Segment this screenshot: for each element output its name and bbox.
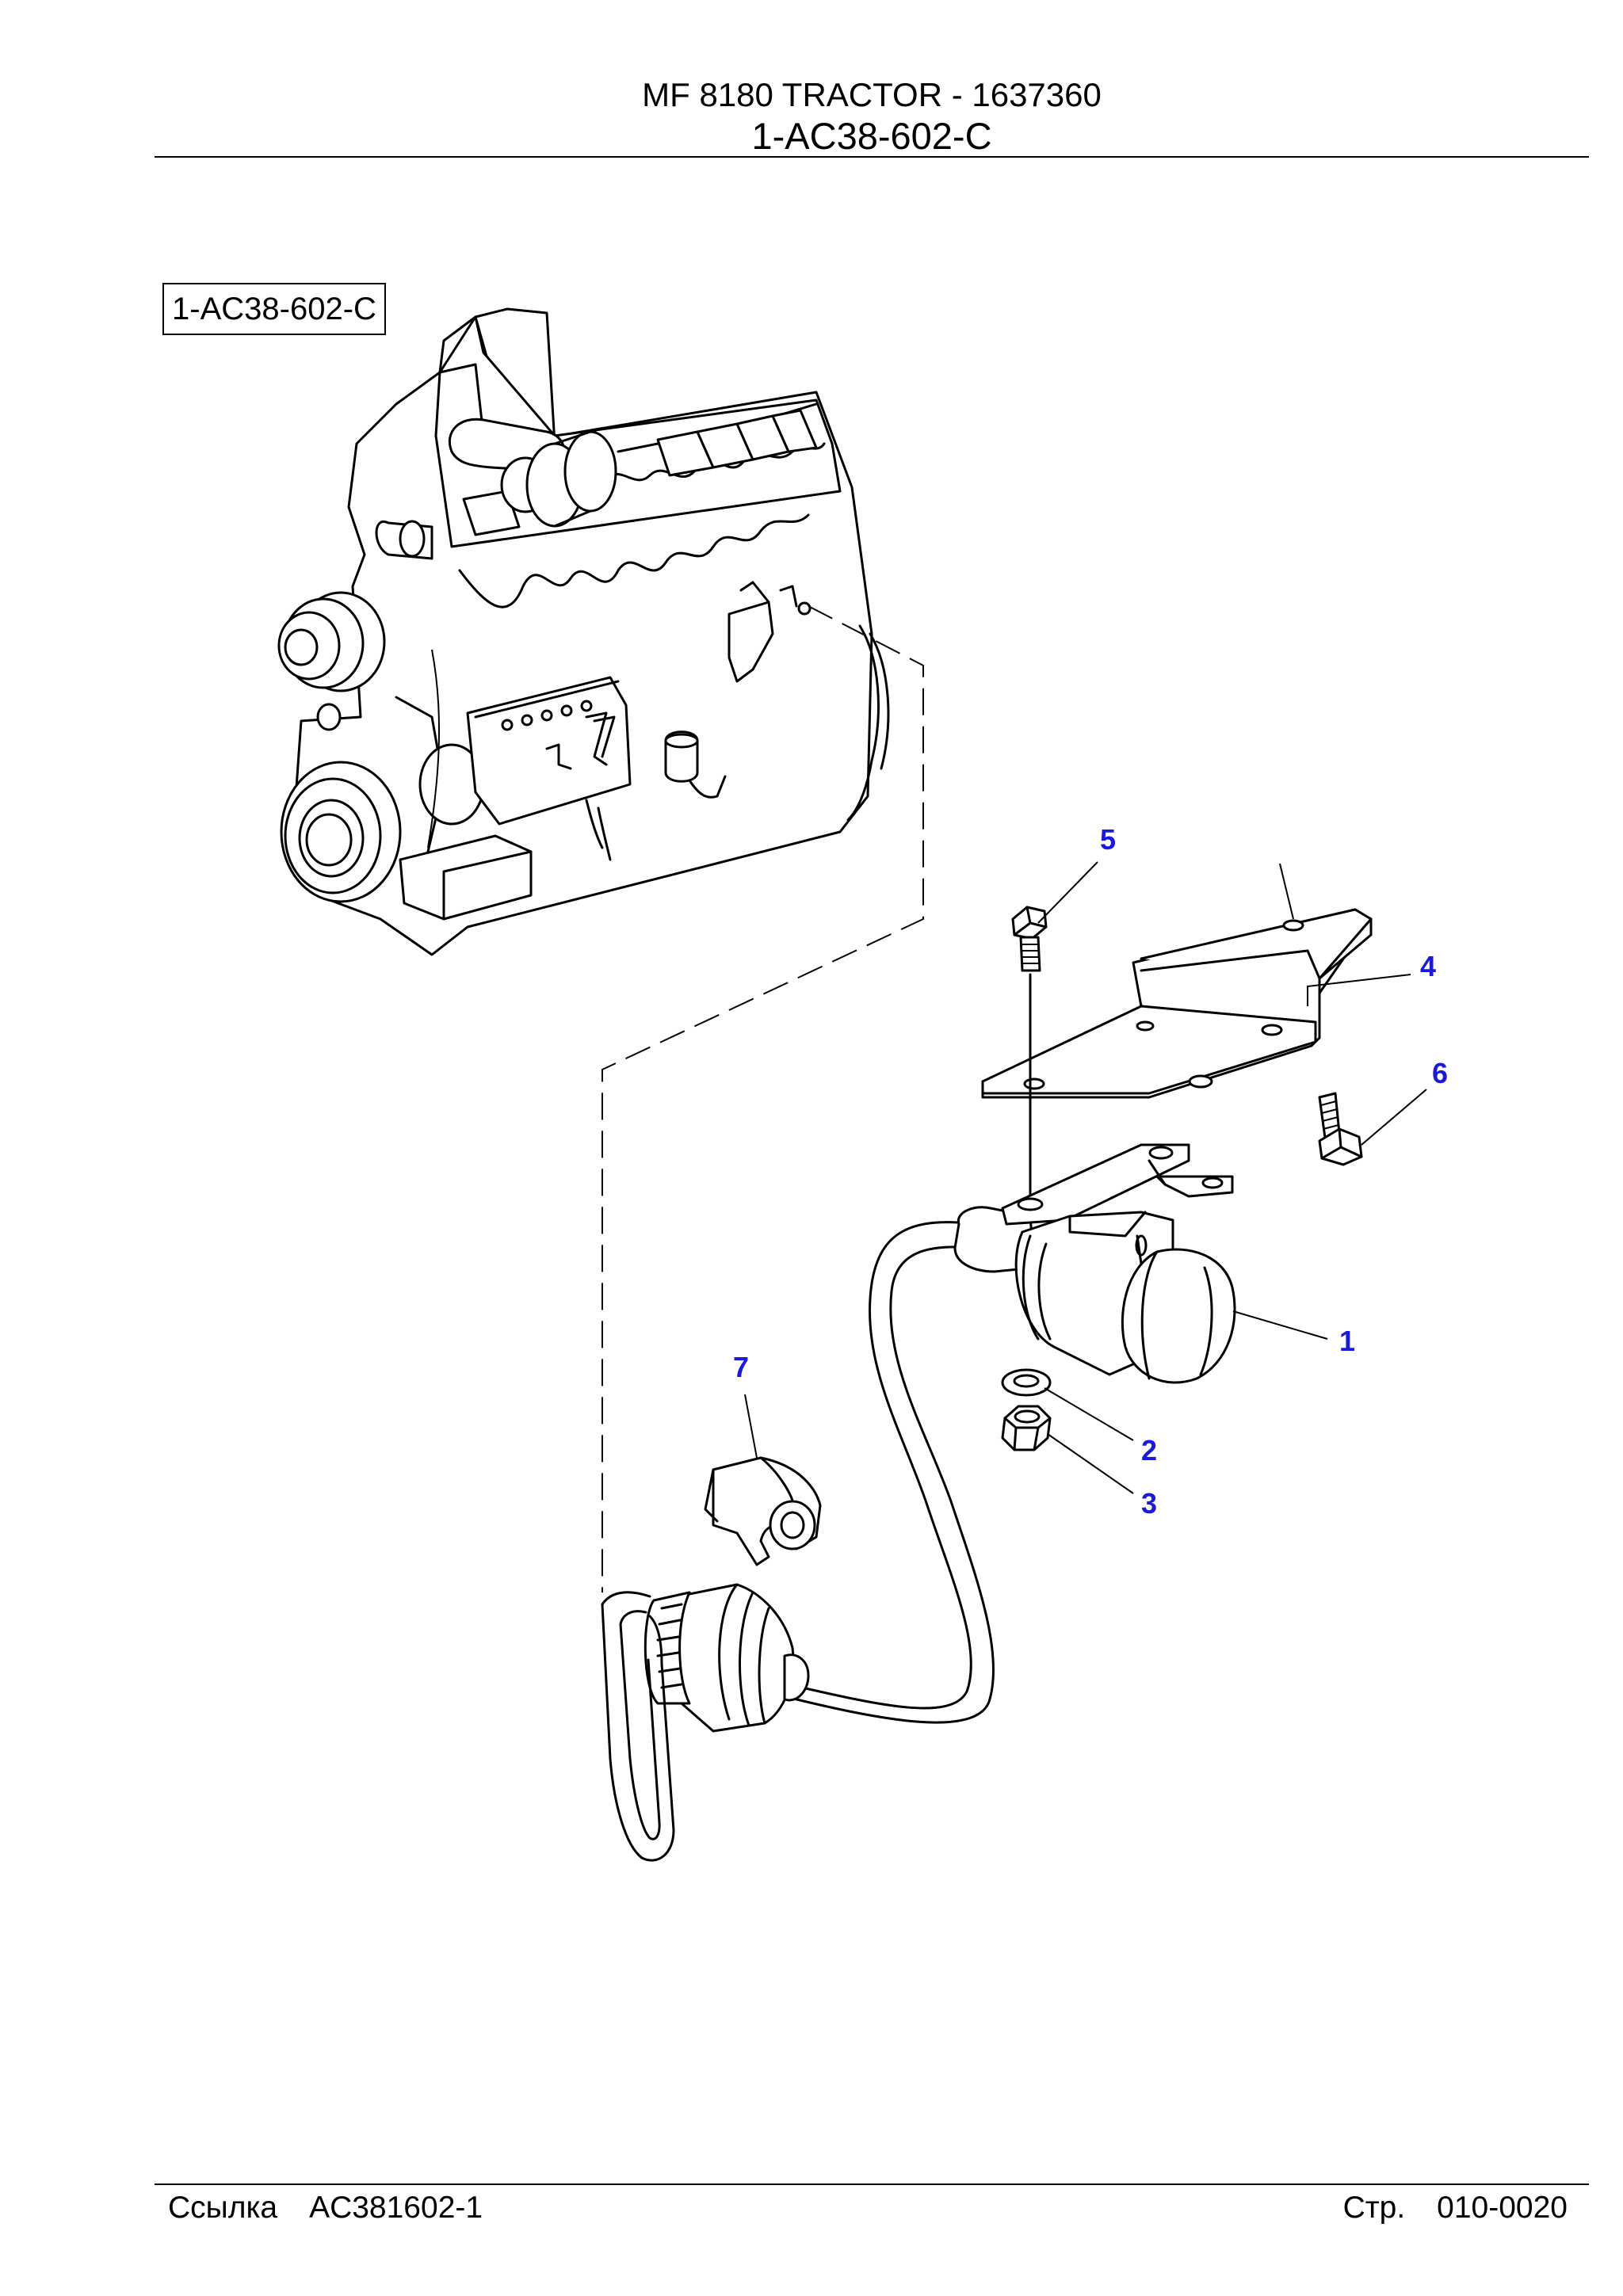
- engine-drawing: [277, 307, 890, 956]
- leader-lines: [744, 861, 1427, 1494]
- footer-rule: [155, 2183, 1589, 2185]
- washer-2: [1001, 1368, 1052, 1397]
- mounting-bracket: [981, 908, 1373, 1099]
- callout-2: 2: [1141, 1434, 1157, 1466]
- footer-page-label: Стр.: [1342, 2191, 1406, 2225]
- footer-ref-label: Ссылка: [168, 2191, 278, 2225]
- page-header: MF 8180 TRACTOR - 1637360 1-AC38-602-C: [155, 75, 1589, 158]
- header-rule: [155, 156, 1589, 158]
- dashed-leader: [601, 605, 924, 1592]
- callout-4: 4: [1420, 950, 1436, 982]
- footer-page: Стр. 010-0020: [1343, 2188, 1568, 2228]
- callout-5: 5: [1100, 823, 1116, 856]
- callout-6: 6: [1432, 1057, 1448, 1089]
- bolt-6: [1318, 1092, 1363, 1166]
- reference-box: 1-AC38-602-C: [162, 283, 386, 335]
- footer-reference: Ссылка AC381602-1: [168, 2188, 483, 2228]
- nut-3: [1001, 1405, 1052, 1451]
- callout-1: 1: [1339, 1325, 1355, 1357]
- clip-7: [704, 1456, 822, 1566]
- illustration-code: 1-AC38-602-C: [751, 115, 992, 157]
- footer-page-value: 010-0020: [1437, 2191, 1568, 2225]
- gauge-unit: [779, 1143, 1236, 1724]
- temperature-probe: [601, 1583, 810, 1862]
- callout-3: 3: [1141, 1487, 1157, 1520]
- bolt-5: [1011, 906, 1048, 972]
- callout-7: 7: [733, 1351, 749, 1383]
- footer-ref-value: AC381602-1: [309, 2191, 483, 2225]
- page-title: MF 8180 TRACTOR - 1637360: [642, 76, 1102, 113]
